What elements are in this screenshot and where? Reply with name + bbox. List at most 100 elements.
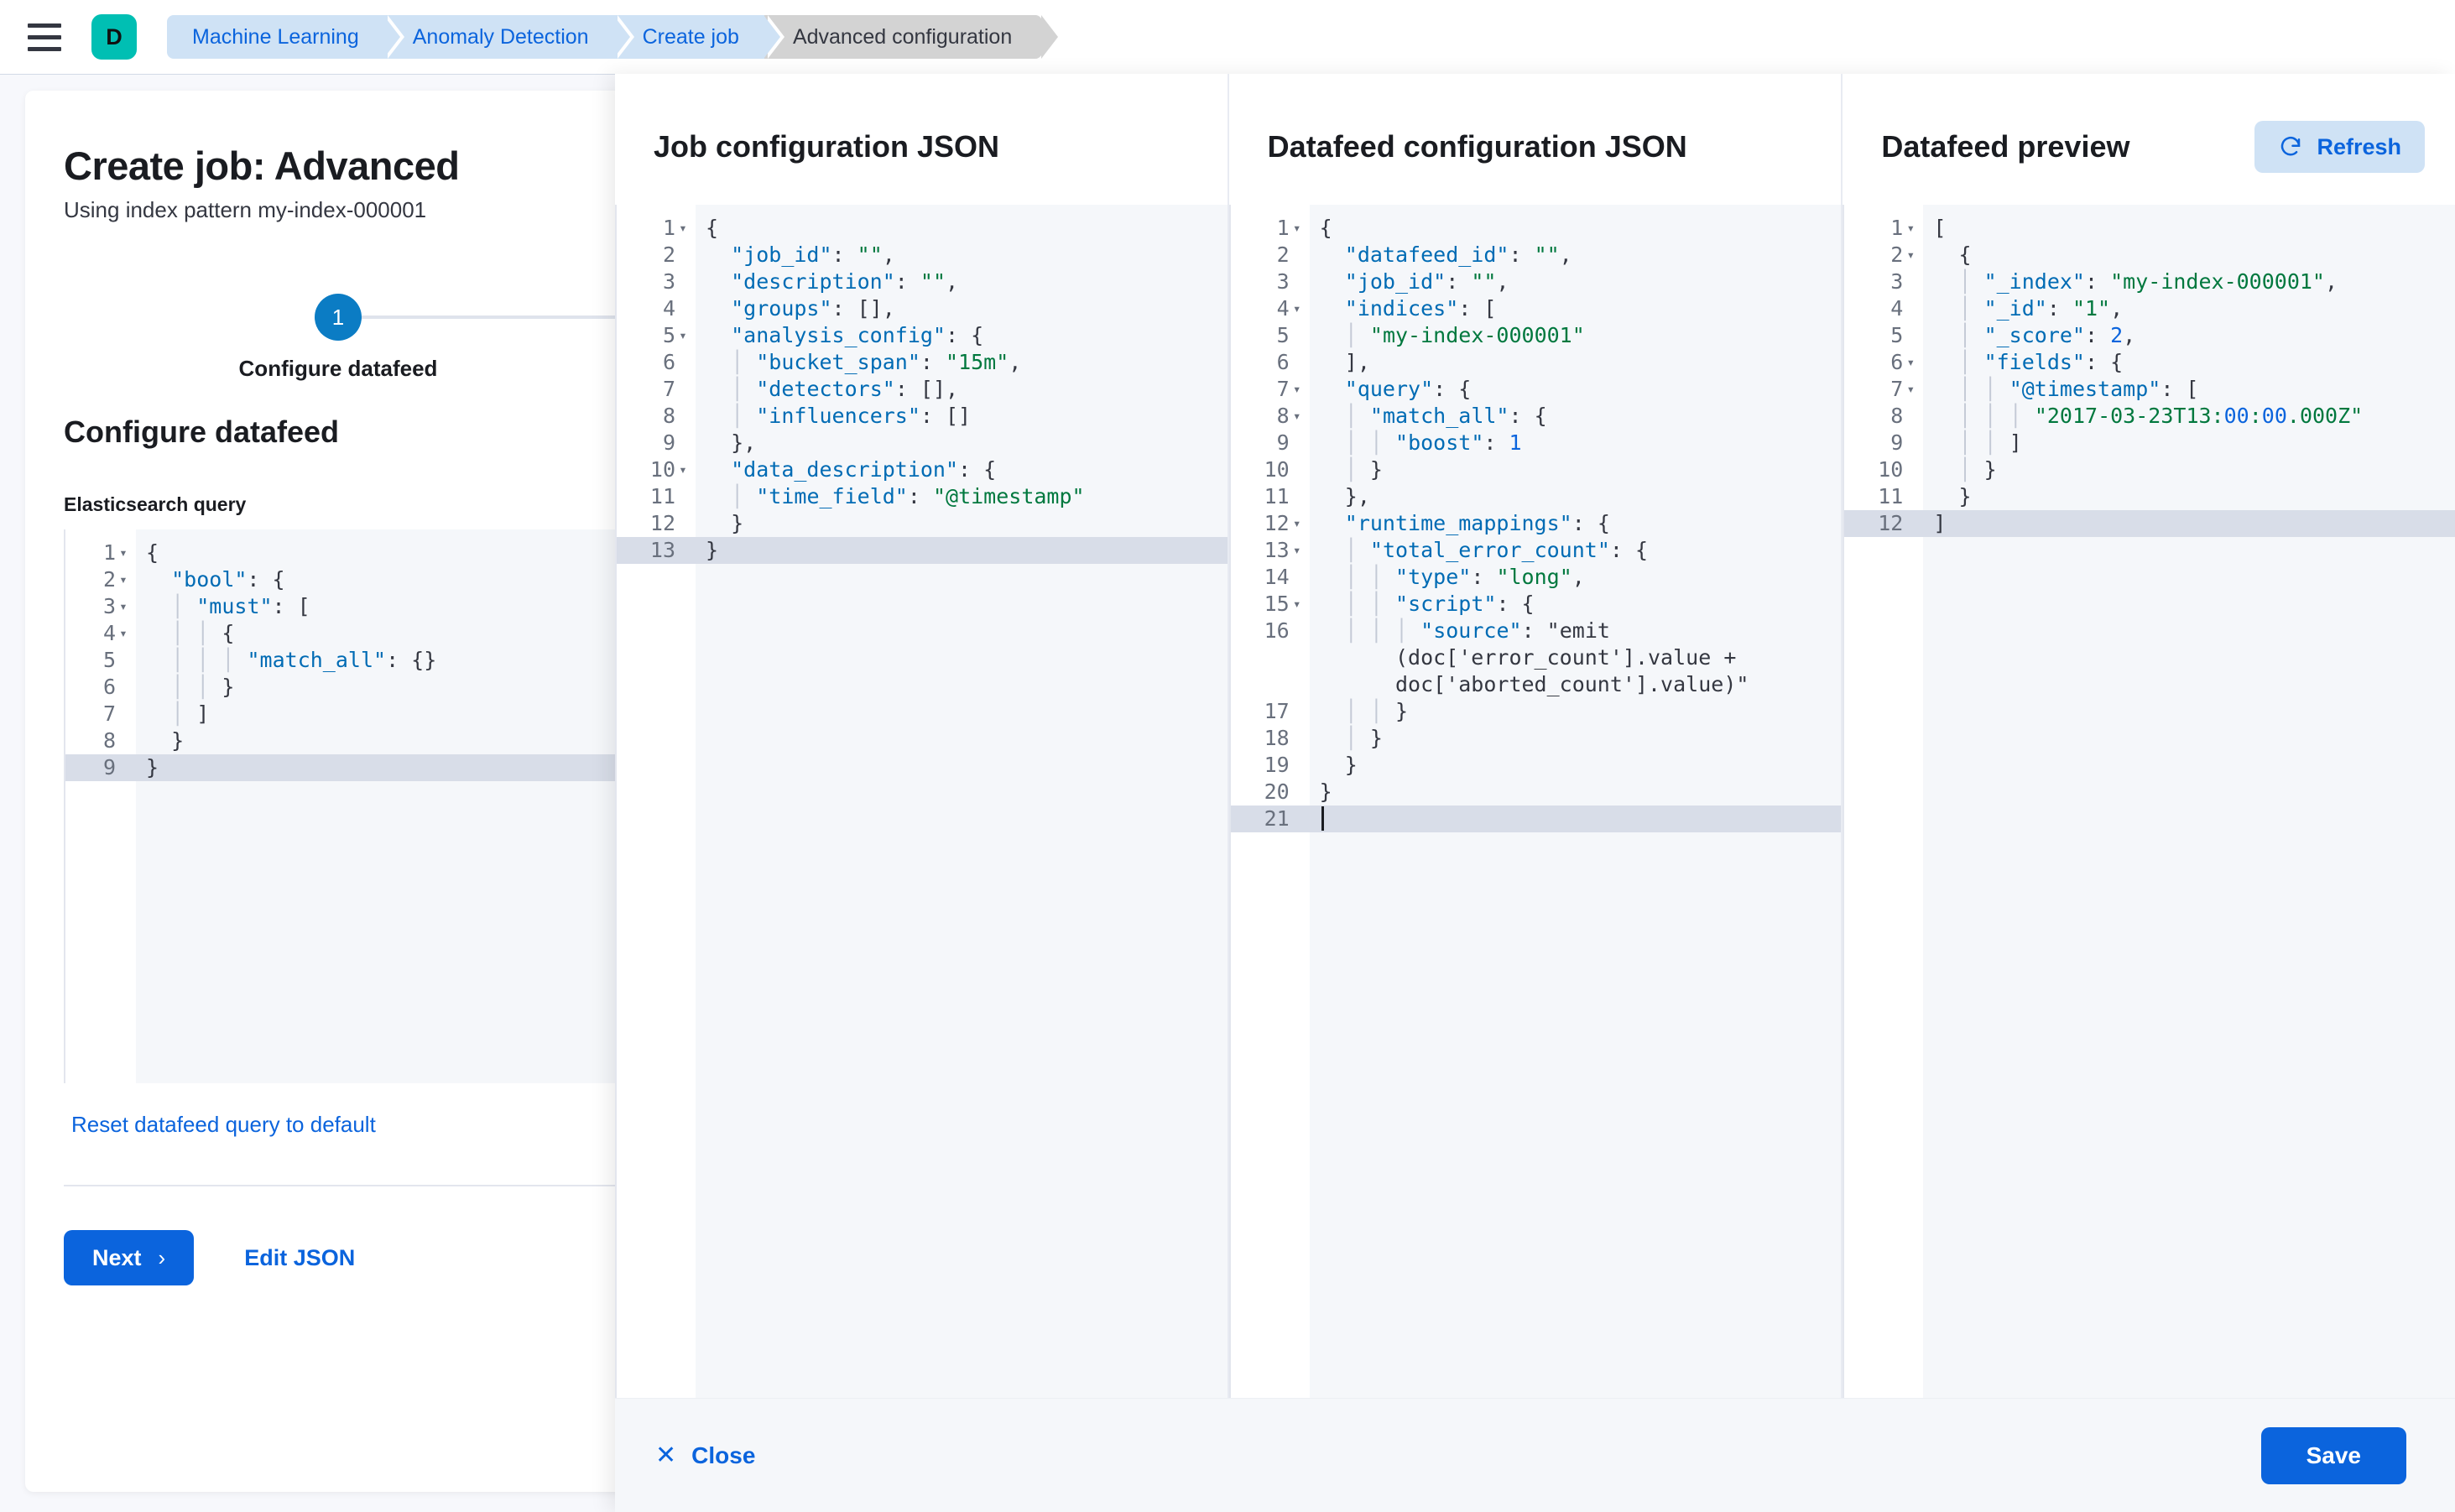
code-line[interactable]: "job_id": "", [731,242,895,267]
line-number: 8▾ [662,404,675,428]
code-line[interactable]: │ │ ] [1958,430,2022,455]
code-line[interactable]: │ } [1344,726,1383,750]
hamburger-icon[interactable] [28,19,63,55]
line-number: 3▾ [1276,269,1290,294]
code-line[interactable]: │ "bucket_span": "15m", [731,350,1022,374]
code-line[interactable]: │ "my-index-000001" [1344,323,1585,347]
line-number: 18▾ [1264,726,1290,750]
line-number: 7▾ [662,377,675,401]
line-number: 8▾ [1276,404,1301,428]
editor-code[interactable]: { "datafeed_id": "", "job_id": "", "indi… [1309,205,1842,1398]
line-number: 13▾ [1264,538,1301,562]
line-number: 7▾ [102,701,116,726]
code-line[interactable]: │ │ "script": { [1344,592,1535,616]
code-line[interactable]: "query": { [1344,377,1472,401]
next-button[interactable]: Next › [64,1230,195,1285]
line-number: 11▾ [649,484,675,508]
json-editor[interactable]: 1▾2▾3▾4▾5▾6▾7▾8▾9▾10▾11▾12▾13▾14▾15▾16▾ … [1228,205,1842,1398]
code-line[interactable]: { [1933,242,1972,267]
code-line[interactable]: │ │ │ "2017-03-23T13:00:00.000Z" [1958,404,2364,428]
line-number: 2▾ [662,242,675,267]
line-number: 6▾ [662,350,675,374]
code-line[interactable]: "analysis_config": { [731,323,984,347]
code-line[interactable]: "indices": [ [1344,296,1497,321]
code-line[interactable]: │ │ "boost": 1 [1344,430,1522,455]
editor-code[interactable]: { "job_id": "", "description": "", "grou… [696,205,1228,1398]
code-line[interactable]: } [706,511,744,535]
code-line[interactable]: }, [706,430,757,455]
reset-datafeed-query-link[interactable]: Reset datafeed query to default [71,1112,376,1137]
line-number: 5▾ [102,648,116,672]
code-line[interactable]: { [706,216,719,240]
editor-code[interactable]: [ { │ "_index": "my-index-000001", │ "_i… [1923,205,2455,1398]
code-line[interactable]: } [146,728,185,753]
code-line[interactable]: ] [1923,510,2455,537]
code-line[interactable]: "runtime_mappings": { [1344,511,1610,535]
code-line[interactable]: │ │ "type": "long", [1344,565,1585,589]
code-line[interactable]: │ │ } [171,675,235,699]
stepper-step-1[interactable]: 1 [315,294,362,341]
code-line[interactable]: │ "total_error_count": { [1344,538,1649,562]
editor-gutter: 1▾2▾3▾4▾5▾6▾7▾8▾9▾10▾11▾12▾13▾ [615,205,696,1398]
code-line[interactable]: │ ] [171,701,210,726]
code-line[interactable]: │ │ "@timestamp": [ [1958,377,2199,401]
page-subtitle: Using index pattern my-index-000001 [64,197,427,222]
code-line[interactable]: │ "detectors": [], [731,377,959,401]
line-number: 17▾ [1264,699,1290,723]
code-line[interactable]: } [1319,779,1332,804]
line-number: 12▾ [649,511,675,535]
code-line[interactable]: "job_id": "", [1344,269,1509,294]
breadcrumb-item-1[interactable]: Anomaly Detection [383,15,634,59]
code-line[interactable]: │ } [1958,457,1997,482]
code-line[interactable]: │ "_index": "my-index-000001", [1958,269,2338,294]
edit-json-button[interactable]: Edit JSON [244,1244,356,1270]
save-button[interactable]: Save [2260,1426,2406,1484]
code-line[interactable]: } [696,537,1228,564]
line-number: 8▾ [102,728,116,753]
code-line[interactable]: "data_description": { [731,457,997,482]
code-line[interactable]: │ "influencers": [] [731,404,972,428]
logo-avatar[interactable]: D [91,14,137,60]
code-line[interactable]: ], [1319,350,1370,374]
line-number: 1▾ [1890,216,1916,240]
code-line[interactable]: "groups": [], [731,296,895,321]
code-line[interactable]: "datafeed_id": "", [1344,242,1572,267]
code-line[interactable]: │ "_id": "1", [1958,296,2124,321]
line-number: 9▾ [1276,430,1290,455]
line-number: 14▾ [1264,565,1290,589]
json-editor[interactable]: 1▾2▾3▾4▾5▾6▾7▾8▾9▾10▾11▾12▾13▾{ "job_id"… [615,205,1228,1398]
line-number: 4▾ [1890,296,1904,321]
code-line[interactable]: [ [1933,216,1947,240]
code-line[interactable]: │ "_score": 2, [1958,323,2136,347]
code-line[interactable]: │ "fields": { [1958,350,2124,374]
code-line[interactable]: │ │ { [171,621,235,645]
section-title: Configure datafeed [64,414,340,449]
code-line[interactable]: │ "time_field": "@timestamp" [731,484,1085,508]
code-line[interactable]: "bool": { [171,567,285,592]
code-line[interactable]: │ │ │ "match_all": {} [171,648,437,672]
breadcrumb-item-2[interactable]: Create job [613,15,785,59]
close-button[interactable]: ✕ Close [655,1442,755,1469]
line-number: 10▾ [1878,457,1904,482]
line-number: 20▾ [1264,779,1290,804]
code-line[interactable]: } [1319,753,1358,777]
code-line[interactable]: │ "must": [ [171,594,310,618]
line-number: 4▾ [662,296,675,321]
refresh-button[interactable]: Refresh [2254,121,2426,173]
stepper-step-1-label: Configure datafeed [238,356,438,381]
code-line[interactable]: { [146,540,159,565]
code-line[interactable]: }, [1319,484,1370,508]
code-line[interactable]: { [1319,216,1332,240]
code-line[interactable]: "description": "", [731,269,959,294]
line-number: 2▾ [1276,242,1290,267]
code-line[interactable]: │ │ │ "source": "emit (doc['error_count'… [1344,618,1749,696]
json-editor[interactable]: 1▾2▾3▾4▾5▾6▾7▾8▾9▾10▾11▾12▾[ { │ "_index… [1843,205,2455,1398]
code-line[interactable]: } [1933,484,1972,508]
breadcrumb-item-0[interactable]: Machine Learning [167,15,404,59]
line-number: 6▾ [1276,350,1290,374]
code-line[interactable] [1309,806,1842,832]
line-number: 5▾ [1890,323,1904,347]
code-line[interactable]: │ "match_all": { [1344,404,1547,428]
code-line[interactable]: │ } [1344,457,1383,482]
code-line[interactable]: │ │ } [1344,699,1409,723]
